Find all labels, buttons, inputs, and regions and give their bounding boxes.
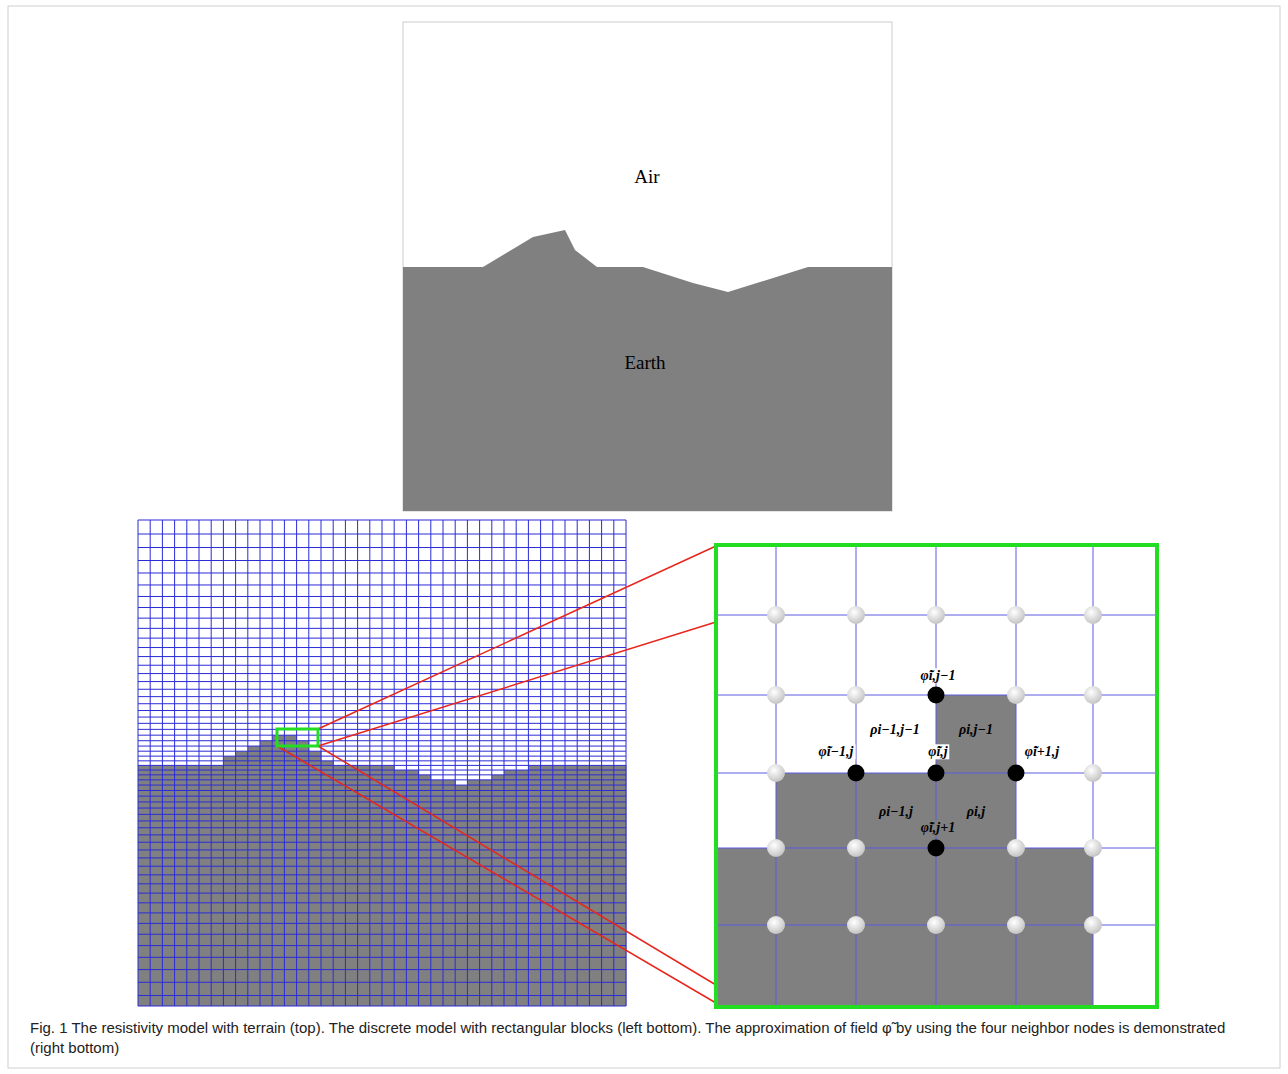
grid-node — [1007, 916, 1025, 934]
grid-node — [847, 839, 865, 857]
resistivity-label: ρi−1,j — [877, 804, 915, 819]
grid-node — [767, 916, 785, 934]
zoom-frame — [716, 545, 1157, 1007]
resistivity-label: ρi,j−1 — [957, 722, 995, 737]
potential-label: φ̃i−1,j — [817, 744, 856, 759]
earth-block — [776, 773, 1016, 848]
grid-node — [1084, 916, 1102, 934]
air-region — [403, 22, 892, 511]
active-node — [848, 765, 865, 782]
grid-node — [1084, 686, 1102, 704]
grid-node — [1084, 839, 1102, 857]
grid-node — [767, 686, 785, 704]
grid-node — [847, 916, 865, 934]
potential-label: φ̃i,j — [926, 744, 949, 759]
zoom-marker — [277, 729, 318, 746]
grid-node — [1007, 686, 1025, 704]
grid-node — [847, 686, 865, 704]
grid-node — [1007, 606, 1025, 624]
resistivity-label: ρi−1,j−1 — [868, 722, 921, 737]
figure-caption: Fig. 1 The resistivity model with terrai… — [30, 1018, 1258, 1059]
active-node — [928, 840, 945, 857]
active-node — [928, 765, 945, 782]
zoom-leader — [318, 622, 716, 746]
grid-node — [767, 606, 785, 624]
earth-block — [716, 848, 1093, 1007]
grid-node — [927, 606, 945, 624]
earth-block — [936, 695, 1016, 773]
grid-node — [1084, 764, 1102, 782]
zoom-leader — [277, 746, 716, 1003]
grid-node — [847, 606, 865, 624]
zoom-ground — [716, 545, 1157, 1007]
active-node — [1008, 765, 1025, 782]
region-label: Air — [632, 167, 661, 188]
earth-region — [403, 230, 892, 511]
resistivity-label: ρi,j — [965, 804, 988, 819]
grid-node — [927, 916, 945, 934]
zoom-leader — [318, 546, 716, 729]
potential-label: φ̃i,j−1 — [919, 668, 958, 683]
grid-node — [1084, 606, 1102, 624]
grid-node — [767, 839, 785, 857]
potential-label: φ̃i,j+1 — [919, 820, 957, 835]
region-label: Earth — [622, 353, 667, 374]
grid-node — [1007, 839, 1025, 857]
mesh-grid — [138, 520, 627, 1006]
figure-frame — [8, 6, 1280, 1068]
grid-node — [767, 764, 785, 782]
zoom-leader — [318, 746, 716, 985]
potential-label: φ̃i+1,j — [1023, 744, 1061, 759]
active-node — [928, 687, 945, 704]
